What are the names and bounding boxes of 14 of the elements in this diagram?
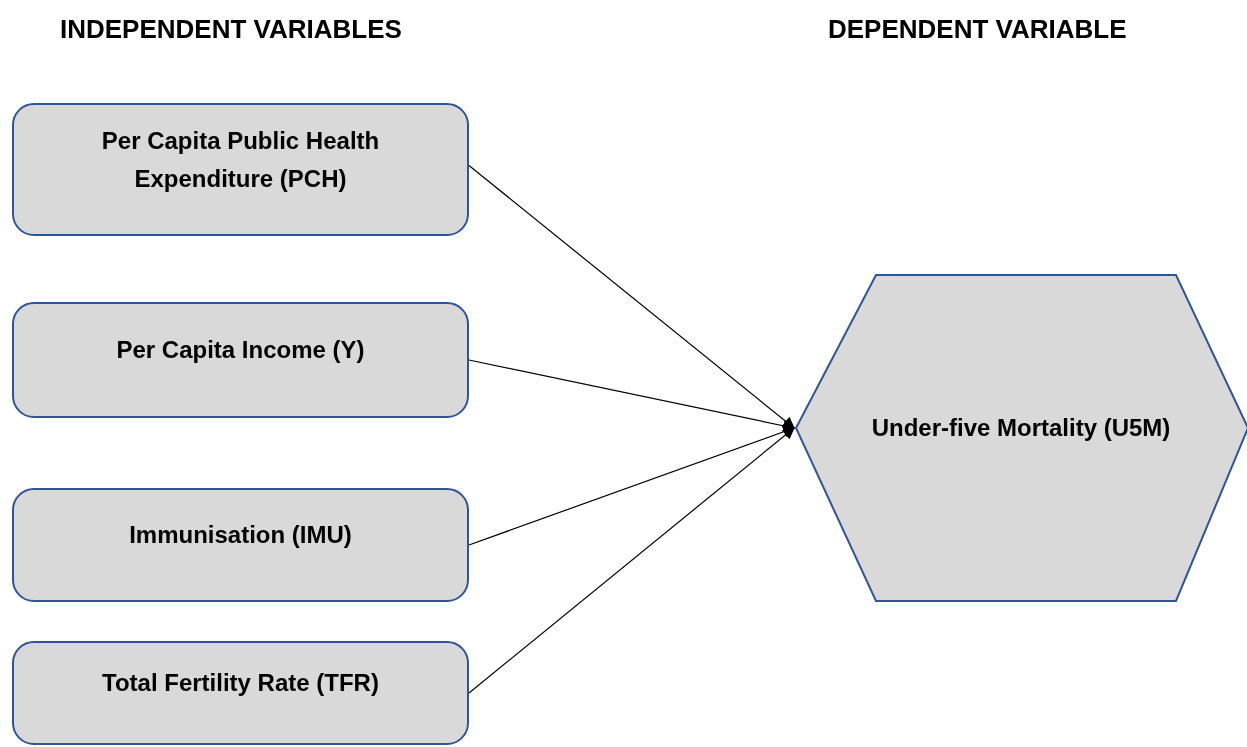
column-heading: DEPENDENT VARIABLE xyxy=(828,14,1127,45)
variable-box xyxy=(12,103,469,236)
variable-label: Per Capita Income (Y) xyxy=(115,335,366,366)
arrow xyxy=(468,427,795,694)
variable-box xyxy=(12,641,469,745)
dependent-variable-label: Under-five Mortality (U5M) xyxy=(870,413,1172,444)
arrow xyxy=(468,164,795,429)
column-heading: INDEPENDENT VARIABLES xyxy=(60,14,402,45)
variable-box xyxy=(12,302,469,418)
variable-label: Total Fertility Rate (TFR) xyxy=(101,668,380,699)
variable-label: Per Capita Public Health Expenditure (PCH) xyxy=(100,126,381,194)
variable-box xyxy=(12,488,469,602)
arrow xyxy=(468,426,796,546)
variable-label: Immunisation (IMU) xyxy=(128,520,353,551)
